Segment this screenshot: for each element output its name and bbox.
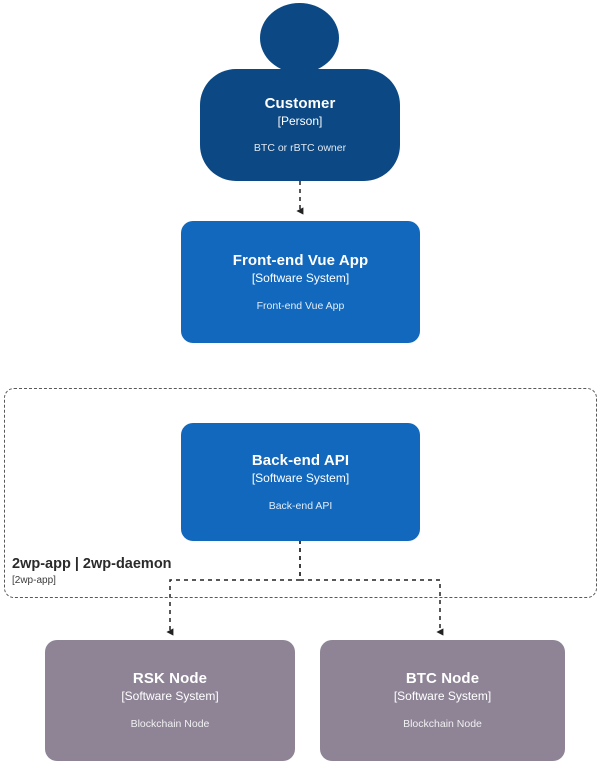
system-boundary-label: 2wp-app | 2wp-daemon [2wp-app] xyxy=(12,555,172,587)
customer-description: BTC or rBTC owner xyxy=(253,142,347,154)
backend-type: [Software System] xyxy=(251,470,350,485)
rsk-node-title: RSK Node xyxy=(132,670,208,687)
backend-description: Back-end API xyxy=(268,499,333,512)
btc-node-description: Blockchain Node xyxy=(403,718,482,730)
customer-person-head-icon xyxy=(260,3,339,73)
boundary-name: 2wp-app | 2wp-daemon xyxy=(12,556,172,572)
node-rsk-node[interactable]: RSK Node [Software System] Blockchain No… xyxy=(45,640,295,761)
rsk-node-type: [Software System] xyxy=(121,689,219,703)
btc-node-title: BTC Node xyxy=(405,670,480,687)
btc-node-type: [Software System] xyxy=(393,689,492,703)
customer-type: [Person] xyxy=(277,114,323,128)
backend-title: Back-end API xyxy=(251,451,350,469)
node-btc-node[interactable]: BTC Node [Software System] Blockchain No… xyxy=(320,640,565,761)
frontend-title: Front-end Vue App xyxy=(232,251,369,269)
system-boundary-2wp-app xyxy=(4,388,597,598)
node-frontend-vue-app[interactable]: Front-end Vue App [Software System] Fron… xyxy=(181,221,420,343)
customer-title: Customer xyxy=(264,95,336,112)
boundary-type: [2wp-app] xyxy=(12,575,56,586)
frontend-type: [Software System] xyxy=(251,270,350,285)
rsk-node-description: Blockchain Node xyxy=(130,718,210,730)
node-backend-api[interactable]: Back-end API [Software System] Back-end … xyxy=(181,423,420,541)
node-customer[interactable]: Customer [Person] BTC or rBTC owner xyxy=(200,69,400,181)
frontend-description: Front-end Vue App xyxy=(256,299,345,312)
